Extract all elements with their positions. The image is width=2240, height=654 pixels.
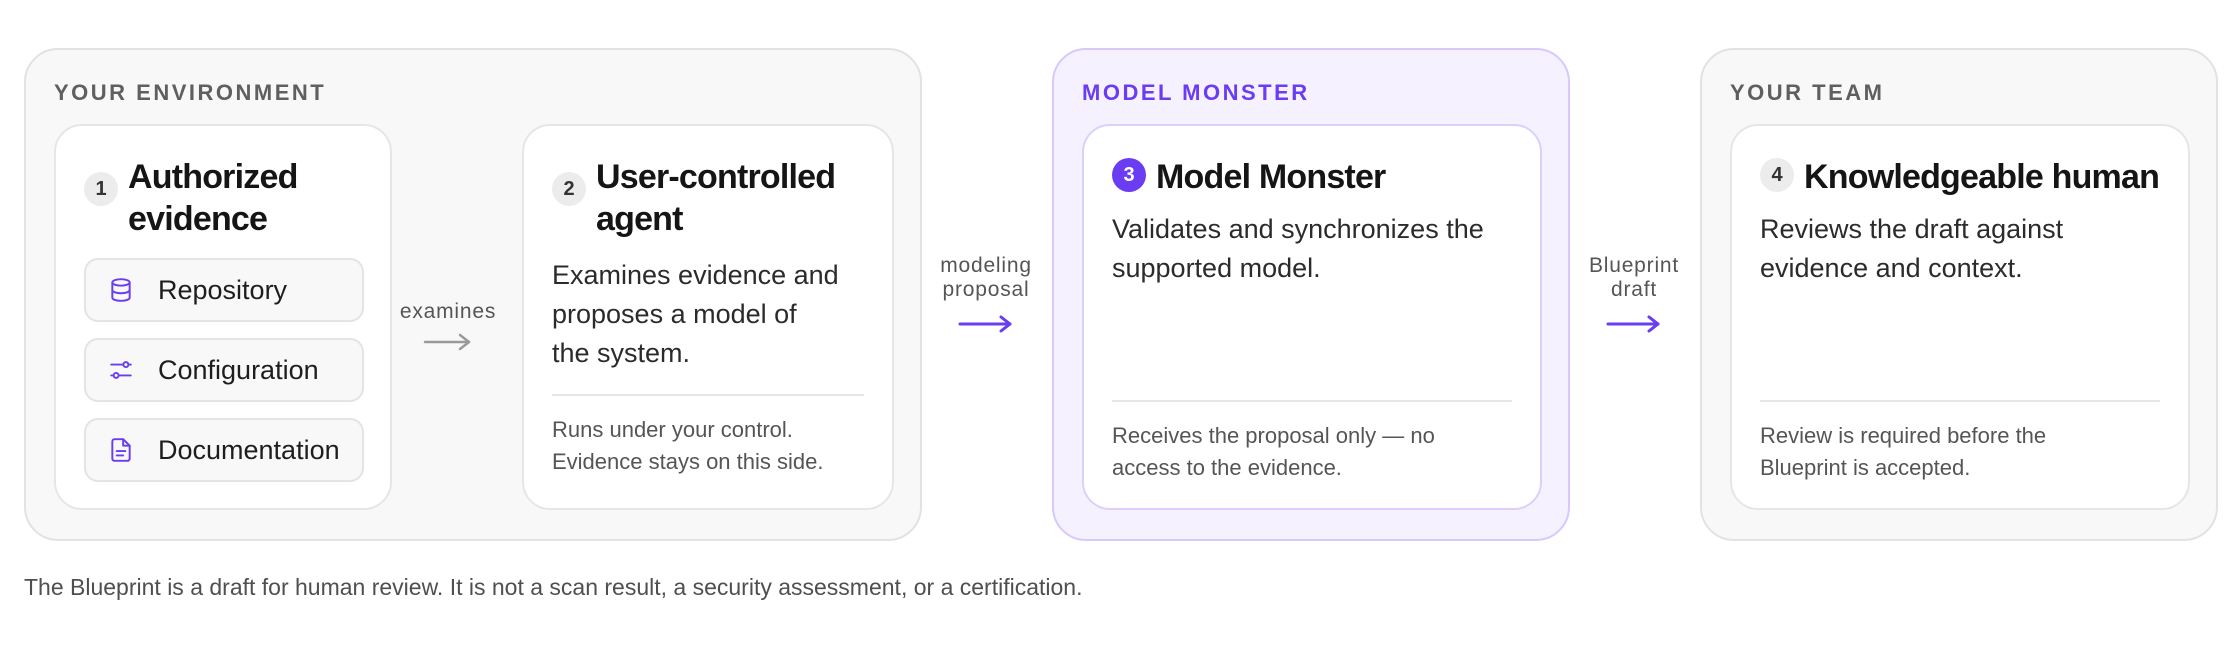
group-label: YOUR TEAM	[1730, 80, 1885, 105]
group-model-monster: MODEL MONSTER 3 Model Monster Validates …	[1052, 48, 1570, 541]
card-footnote: Receives the proposal only — no access t…	[1112, 420, 1520, 484]
evidence-item-repository: Repository	[84, 258, 364, 322]
card-title: User-controlled agent	[596, 156, 836, 240]
card-title-line: Authorized	[128, 158, 298, 196]
card-description: Reviews the draft against evidence and c…	[1760, 210, 2162, 288]
card-title-line: agent	[596, 200, 683, 238]
description-line: proposes a model of	[552, 299, 797, 329]
description-line: the system.	[552, 338, 691, 368]
group-your-environment: YOUR ENVIRONMENT 1 Authorized evidence R…	[24, 48, 922, 541]
document-icon	[108, 437, 134, 463]
card-user-controlled-agent: 2 User-controlled agent Examines evidenc…	[522, 124, 894, 510]
evidence-item-documentation: Documentation	[84, 418, 364, 482]
connector-label: examines	[399, 300, 497, 323]
step-number: 1	[84, 172, 118, 206]
card-footnote: Review is required before the Blueprint …	[1760, 420, 2168, 484]
group-label: MODEL MONSTER	[1082, 80, 1310, 105]
description-line: evidence and context.	[1760, 253, 2023, 283]
connector-label: Blueprint	[1588, 254, 1680, 277]
group-your-team: YOUR TEAM 4 Knowledgeable human Reviews …	[1700, 48, 2218, 541]
diagram-footnote: The Blueprint is a draft for human revie…	[24, 574, 1083, 600]
card-title: Authorized evidence	[128, 156, 298, 240]
connector-blueprint-draft: Blueprint draft	[1574, 254, 1694, 336]
card-title-line: User-controlled	[596, 158, 836, 196]
footnote-line: Blueprint is accepted.	[1760, 455, 1971, 480]
divider	[552, 394, 864, 396]
description-line: Reviews the draft against	[1760, 214, 2064, 244]
step-number: 2	[552, 172, 586, 206]
card-footnote: Runs under your control. Evidence stays …	[552, 414, 872, 478]
card-title-line: evidence	[128, 200, 268, 238]
connector-modeling-proposal: modeling proposal	[926, 254, 1046, 336]
connector-examines: examines	[398, 300, 498, 354]
card-description: Validates and synchronizes the supported…	[1112, 210, 1514, 288]
footnote-line: Evidence stays on this side.	[552, 449, 824, 474]
step-number: 4	[1760, 158, 1794, 192]
footnote-line: access to the evidence.	[1112, 455, 1342, 480]
evidence-item-label: Documentation	[158, 434, 340, 465]
sliders-icon	[108, 357, 134, 383]
connector-label: modeling	[940, 254, 1032, 277]
card-authorized-evidence: 1 Authorized evidence Repository	[54, 124, 392, 510]
footnote-line: Review is required before the	[1760, 423, 2047, 448]
step-number: 3	[1112, 158, 1146, 192]
arrow-right-icon	[423, 333, 471, 351]
evidence-item-configuration: Configuration	[84, 338, 364, 402]
divider	[1760, 400, 2160, 402]
evidence-item-label: Configuration	[158, 354, 319, 385]
arrow-right-icon	[958, 315, 1012, 333]
card-title: Knowledgeable human	[1804, 158, 2160, 196]
divider	[1112, 400, 1512, 402]
database-icon	[108, 277, 134, 303]
card-title: Model Monster	[1156, 158, 1386, 196]
card-model-monster: 3 Model Monster Validates and synchroniz…	[1082, 124, 1542, 510]
footnote-line: Receives the proposal only — no	[1112, 423, 1435, 448]
connector-label: proposal	[942, 278, 1030, 301]
card-description: Examines evidence and proposes a model o…	[552, 256, 866, 373]
evidence-item-label: Repository	[158, 274, 288, 305]
card-knowledgeable-human: 4 Knowledgeable human Reviews the draft …	[1730, 124, 2190, 510]
group-label: YOUR ENVIRONMENT	[54, 80, 327, 105]
description-line: supported model.	[1112, 253, 1321, 283]
description-line: Examines evidence and	[552, 260, 839, 290]
arrow-right-icon	[1606, 315, 1660, 333]
footnote-line: Runs under your control.	[552, 417, 793, 442]
description-line: Validates and synchronizes the	[1112, 214, 1484, 244]
connector-label: draft	[1610, 278, 1658, 301]
